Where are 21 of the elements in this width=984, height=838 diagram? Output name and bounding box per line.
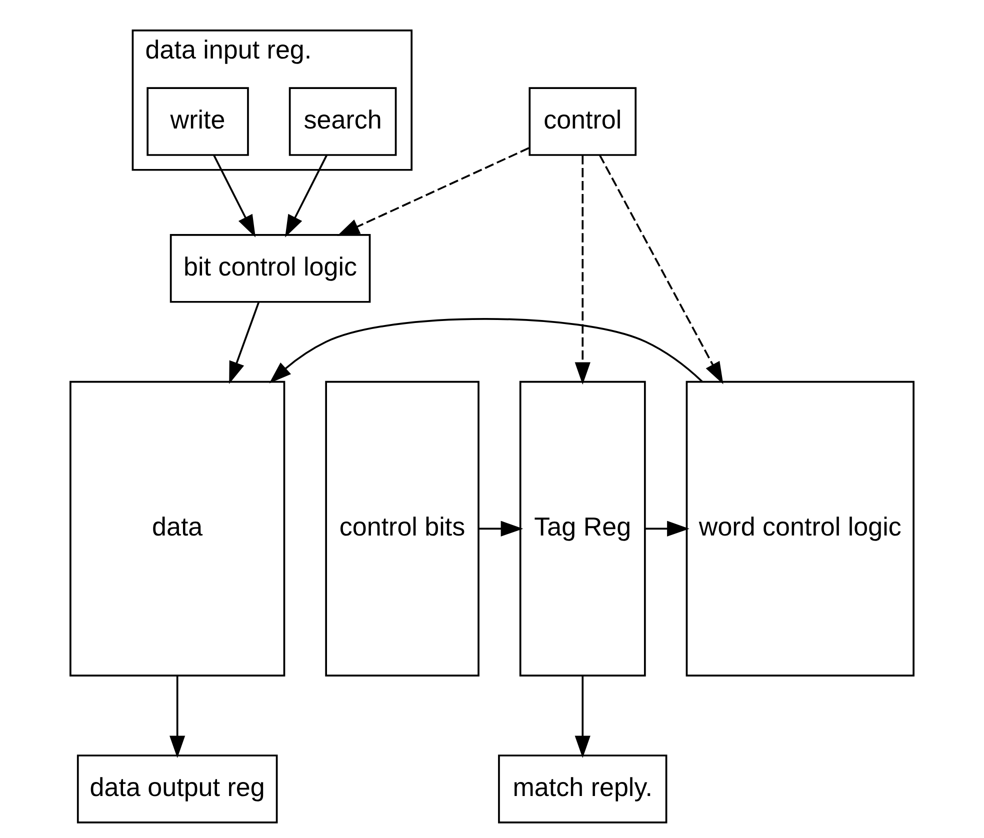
arrow — [213, 154, 256, 238]
arrow — [285, 154, 328, 238]
node-box: search — [288, 87, 397, 156]
node-box: Tag Reg — [519, 380, 646, 676]
node-box: control bits — [325, 380, 480, 676]
node-box: write — [146, 87, 249, 156]
arrow — [170, 676, 186, 758]
arrow — [574, 676, 590, 758]
arrow — [574, 155, 590, 385]
node-box: word control logic — [686, 380, 914, 676]
arrow — [479, 520, 524, 536]
arrow — [598, 154, 724, 384]
arrow — [646, 520, 690, 536]
node-box: control — [528, 87, 637, 156]
node-box: data output reg — [76, 754, 278, 824]
arrow — [337, 147, 530, 236]
arrow — [269, 318, 704, 384]
node-box: data — [70, 380, 286, 676]
node-box: match reply. — [498, 754, 668, 824]
arrow — [229, 302, 260, 384]
node-box: bit control logic — [170, 234, 371, 303]
